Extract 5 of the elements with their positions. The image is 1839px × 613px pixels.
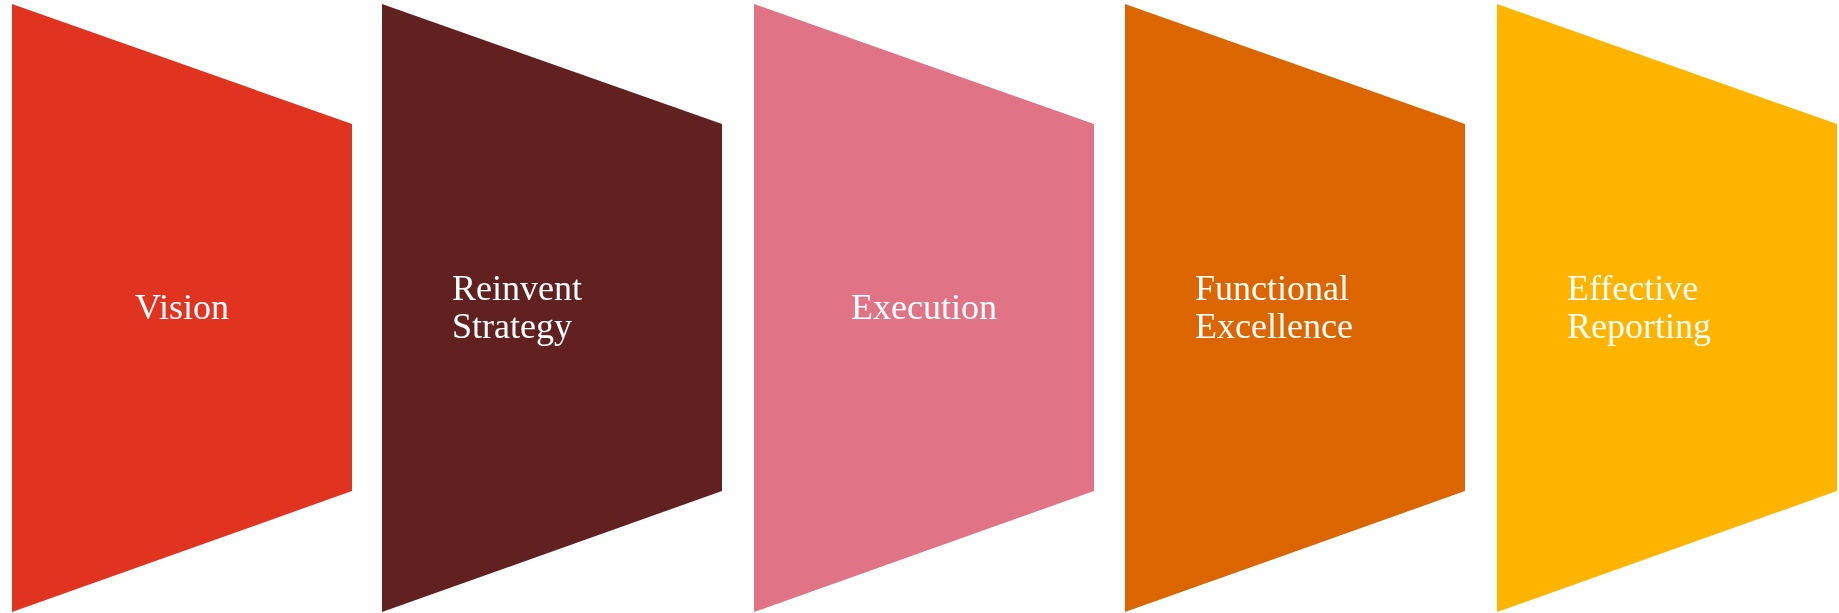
stage-label: Reinvent Strategy [452,270,583,346]
stage-label: Vision [135,289,229,327]
stage-label: Functional Excellence [1195,270,1354,346]
stage-label: Execution [851,289,997,327]
stage-label: Effective Reporting [1567,270,1712,346]
